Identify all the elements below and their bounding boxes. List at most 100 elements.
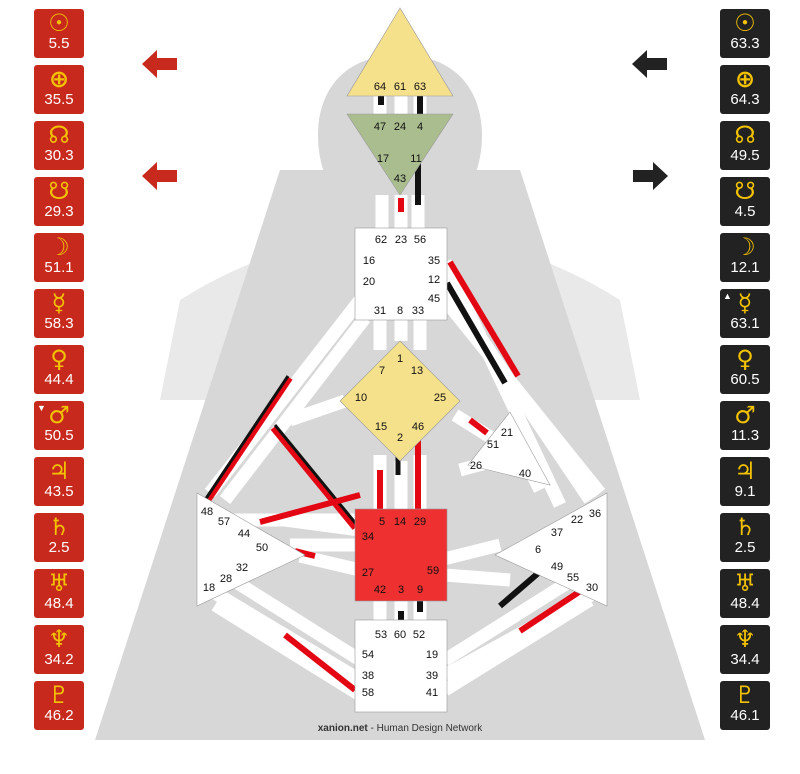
- personality-jupiter-card[interactable]: ♃9.1: [720, 457, 770, 506]
- sacral-gate-14[interactable]: 14: [394, 516, 406, 528]
- personality-earth-card[interactable]: ⊕64.3: [720, 65, 770, 114]
- sacral-gate-27[interactable]: 27: [362, 567, 374, 579]
- sacral-gate-42[interactable]: 42: [374, 584, 386, 596]
- design-uranus-card[interactable]: ♅48.4: [34, 569, 84, 618]
- planet-gate-value: 2.5: [734, 539, 756, 556]
- heart-gate-21[interactable]: 21: [501, 427, 513, 439]
- channel-activation: [273, 424, 359, 526]
- throat-gate-16[interactable]: 16: [363, 255, 375, 267]
- spleen-gate-50[interactable]: 50: [256, 542, 268, 554]
- sacral-gate-3[interactable]: 3: [398, 584, 404, 596]
- root-gate-58[interactable]: 58: [362, 687, 374, 699]
- personality-pluto-card[interactable]: ♇46.1: [720, 681, 770, 730]
- root-gate-39[interactable]: 39: [426, 670, 438, 682]
- g-gate-15[interactable]: 15: [375, 421, 387, 433]
- g-gate-2[interactable]: 2: [397, 432, 403, 444]
- spleen-gate-18[interactable]: 18: [203, 582, 215, 594]
- personality-saturn-card[interactable]: ♄2.5: [720, 513, 770, 562]
- solar-plexus-gate-37[interactable]: 37: [551, 527, 563, 539]
- design-mars-card[interactable]: ▼♂50.5: [34, 401, 84, 450]
- heart-gate-26[interactable]: 26: [470, 460, 482, 472]
- design-moon-card[interactable]: ☽51.1: [34, 233, 84, 282]
- ajna-gate-47[interactable]: 47: [374, 121, 386, 133]
- personality-south-node-card[interactable]: ☋4.5: [720, 177, 770, 226]
- spleen-gate-44[interactable]: 44: [238, 528, 250, 540]
- heart-gate-40[interactable]: 40: [519, 468, 531, 480]
- root-gate-52[interactable]: 52: [413, 629, 425, 641]
- personality-venus-card[interactable]: ♀60.5: [720, 345, 770, 394]
- personality-north-node-card[interactable]: ☊49.5: [720, 121, 770, 170]
- spleen-gate-32[interactable]: 32: [236, 562, 248, 574]
- head-gate-61[interactable]: 61: [394, 81, 406, 93]
- solar-plexus-gate-49[interactable]: 49: [551, 561, 563, 573]
- solar-plexus-gate-55[interactable]: 55: [567, 572, 579, 584]
- spleen-gate-57[interactable]: 57: [218, 516, 230, 528]
- root-gate-54[interactable]: 54: [362, 649, 374, 661]
- throat-gate-56[interactable]: 56: [414, 234, 426, 246]
- root-gate-38[interactable]: 38: [362, 670, 374, 682]
- g-gate-13[interactable]: 13: [411, 365, 423, 377]
- throat-gate-12[interactable]: 12: [428, 274, 440, 286]
- throat-gate-33[interactable]: 33: [412, 305, 424, 317]
- design-mercury-card[interactable]: ☿58.3: [34, 289, 84, 338]
- root-gate-19[interactable]: 19: [426, 649, 438, 661]
- sacral-gate-5[interactable]: 5: [379, 516, 385, 528]
- root-gate-41[interactable]: 41: [426, 687, 438, 699]
- footer-credit: xanion.net - Human Design Network: [318, 723, 483, 734]
- root-gate-60[interactable]: 60: [394, 629, 406, 641]
- throat-gate-62[interactable]: 62: [375, 234, 387, 246]
- personality-mars-card[interactable]: ♂11.3: [720, 401, 770, 450]
- design-saturn-card[interactable]: ♄2.5: [34, 513, 84, 562]
- g-gate-7[interactable]: 7: [379, 365, 385, 377]
- sacral-gate-9[interactable]: 9: [417, 584, 423, 596]
- ajna-gate-24[interactable]: 24: [394, 121, 406, 133]
- ajna-gate-17[interactable]: 17: [377, 153, 389, 165]
- design-sun-card[interactable]: ☉5.5: [34, 9, 84, 58]
- design-pluto-card[interactable]: ♇46.2: [34, 681, 84, 730]
- root-gate-53[interactable]: 53: [375, 629, 387, 641]
- footer-site-link[interactable]: xanion.net: [318, 723, 369, 734]
- planet-gate-value: 34.2: [44, 651, 74, 668]
- personality-uranus-card[interactable]: ♅48.4: [720, 569, 770, 618]
- spleen-gate-28[interactable]: 28: [220, 573, 232, 585]
- personality-moon-card[interactable]: ☽12.1: [720, 233, 770, 282]
- throat-gate-31[interactable]: 31: [374, 305, 386, 317]
- sacral-gate-29[interactable]: 29: [414, 516, 426, 528]
- sacral-gate-59[interactable]: 59: [427, 565, 439, 577]
- design-earth-card[interactable]: ⊕35.5: [34, 65, 84, 114]
- spleen-gate-48[interactable]: 48: [201, 506, 213, 518]
- g-gate-25[interactable]: 25: [434, 392, 446, 404]
- throat-gate-20[interactable]: 20: [363, 276, 375, 288]
- g-gate-10[interactable]: 10: [355, 392, 367, 404]
- solar-plexus-gate-36[interactable]: 36: [589, 508, 601, 520]
- design-north-node-card[interactable]: ☊30.3: [34, 121, 84, 170]
- throat-gate-8[interactable]: 8: [397, 305, 403, 317]
- g-gate-46[interactable]: 46: [412, 421, 424, 433]
- personality-neptune-card[interactable]: ♆34.4: [720, 625, 770, 674]
- spleen-center: [196, 492, 306, 607]
- throat-gate-35[interactable]: 35: [428, 255, 440, 267]
- g-gate-1[interactable]: 1: [397, 353, 403, 365]
- head-gate-63[interactable]: 63: [414, 81, 426, 93]
- head-gate-64[interactable]: 64: [374, 81, 386, 93]
- channel-path: [444, 568, 511, 587]
- solar-plexus-gate-22[interactable]: 22: [571, 514, 583, 526]
- personality-mercury-card[interactable]: ▲☿63.1: [720, 289, 770, 338]
- throat-gate-45[interactable]: 45: [428, 293, 440, 305]
- personality-sun-card[interactable]: ☉63.3: [720, 9, 770, 58]
- design-south-node-card[interactable]: ☋29.3: [34, 177, 84, 226]
- south-node-icon: ☋: [48, 177, 70, 205]
- throat-gate-23[interactable]: 23: [395, 234, 407, 246]
- design-venus-card[interactable]: ♀44.4: [34, 345, 84, 394]
- design-neptune-card[interactable]: ♆34.2: [34, 625, 84, 674]
- ajna-gate-43[interactable]: 43: [394, 173, 406, 185]
- south-node-icon: ☋: [734, 177, 756, 205]
- heart-gate-51[interactable]: 51: [487, 439, 499, 451]
- solar-plexus-gate-30[interactable]: 30: [586, 582, 598, 594]
- planet-gate-value: 60.5: [730, 371, 760, 388]
- design-jupiter-card[interactable]: ♃43.5: [34, 457, 84, 506]
- ajna-gate-4[interactable]: 4: [417, 121, 423, 133]
- sacral-gate-34[interactable]: 34: [362, 531, 374, 543]
- solar-plexus-gate-6[interactable]: 6: [535, 544, 541, 556]
- ajna-gate-11[interactable]: 11: [410, 153, 421, 165]
